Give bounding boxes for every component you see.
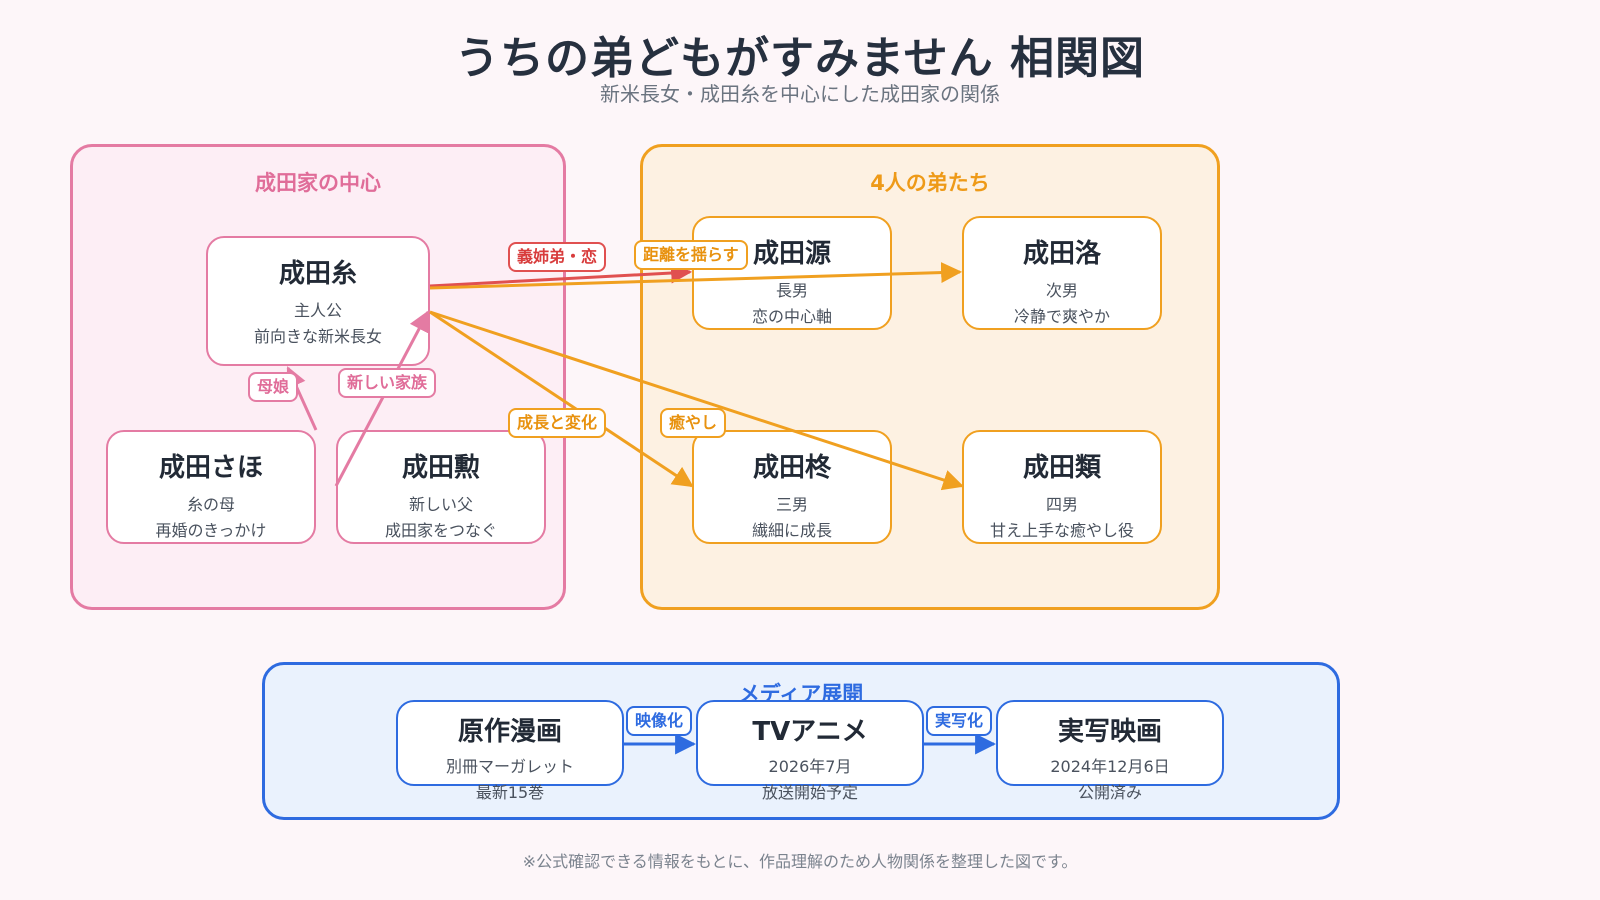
node-role: 長男 <box>775 281 808 300</box>
node-name: 成田勲 <box>401 453 480 483</box>
edge-isao-ito <box>334 310 430 487</box>
node-role: 四男 <box>1045 495 1078 514</box>
edge-label-isao-ito: 新しい家族 <box>338 368 437 398</box>
node-name: 成田類 <box>1022 453 1101 483</box>
node-desc: 成田家をつなぐ <box>384 521 497 540</box>
node-desc: 恋の中心軸 <box>751 307 832 326</box>
page-subtitle: 新米長女・成田糸を中心にした成田家の関係 <box>600 82 1000 106</box>
node-name: 成田洛 <box>1022 239 1101 269</box>
edge-label-saho-ito: 母娘 <box>248 372 299 402</box>
node-role: 次男 <box>1045 281 1078 300</box>
edge-label-ito-hiiragi: 成長と変化 <box>508 408 607 438</box>
node-detail-2: 最新15巻 <box>475 783 545 802</box>
page-title: うちの弟どもがすみません 相関図 <box>455 33 1145 84</box>
edge-ito-rui <box>429 310 964 491</box>
edge-ito-hiiragi <box>429 310 694 488</box>
node-ito[interactable]: 成田糸 主人公 前向きな新米長女 <box>206 236 430 366</box>
node-detail: 別冊マーガレット <box>445 757 574 776</box>
footnote: ※公式確認できる情報をもとに、作品理解のため人物関係を整理した図です。 <box>522 852 1078 871</box>
node-name: 成田糸 <box>278 259 357 289</box>
edge-label-anime-movie: 実写化 <box>926 706 993 736</box>
node-hiiragi[interactable]: 成田柊 三男 繊細に成長 <box>692 430 892 544</box>
node-desc: 再婚のきっかけ <box>155 521 267 540</box>
node-role: 三男 <box>775 495 808 514</box>
edge-ito-hiro <box>429 262 963 290</box>
node-name: 原作漫画 <box>457 717 562 747</box>
edge-label-ito-hiro: 距離を揺らす <box>634 240 748 270</box>
node-desc: 前向きな新米長女 <box>253 327 382 346</box>
node-isao[interactable]: 成田勲 新しい父 成田家をつなぐ <box>336 430 546 544</box>
node-gen[interactable]: 成田源 長男 恋の中心軸 <box>692 216 892 330</box>
node-rui[interactable]: 成田類 四男 甘え上手な癒やし役 <box>962 430 1162 544</box>
edge-ito-gen <box>429 262 693 288</box>
node-desc: 冷静で爽やか <box>1013 307 1110 326</box>
node-manga[interactable]: 原作漫画 別冊マーガレット 最新15巻 <box>396 700 624 802</box>
node-desc: 繊細に成長 <box>751 521 832 540</box>
brothers-group-title: 4人の弟たち <box>870 171 990 195</box>
family-group-title: 成田家の中心 <box>255 171 381 195</box>
node-movie[interactable]: 実写映画 2024年12月6日 公開済み <box>996 700 1224 802</box>
node-name: 成田柊 <box>752 453 831 483</box>
node-desc: 甘え上手な癒やし役 <box>989 521 1134 540</box>
node-name: 成田源 <box>752 239 831 269</box>
node-detail-2: 放送開始予定 <box>761 783 858 802</box>
node-detail: 2026年7月 <box>768 757 852 776</box>
edge-label-manga-anime: 映像化 <box>626 706 693 736</box>
node-name: 実写映画 <box>1057 717 1162 747</box>
node-name: 成田さほ <box>158 453 263 483</box>
edge-label-ito-gen: 義姉弟・恋 <box>508 242 607 272</box>
node-role: 主人公 <box>293 301 342 320</box>
edge-label-ito-rui: 癒やし <box>660 408 727 438</box>
node-role: 糸の母 <box>186 495 235 514</box>
node-detail: 2024年12月6日 <box>1050 757 1170 776</box>
node-name: TVアニメ <box>752 717 868 747</box>
node-anime[interactable]: TVアニメ 2026年7月 放送開始予定 <box>696 700 924 802</box>
node-detail-2: 公開済み <box>1077 783 1142 802</box>
node-hiro[interactable]: 成田洛 次男 冷静で爽やか <box>962 216 1162 330</box>
node-saho[interactable]: 成田さほ 糸の母 再婚のきっかけ <box>106 430 316 544</box>
node-role: 新しい父 <box>408 495 473 514</box>
